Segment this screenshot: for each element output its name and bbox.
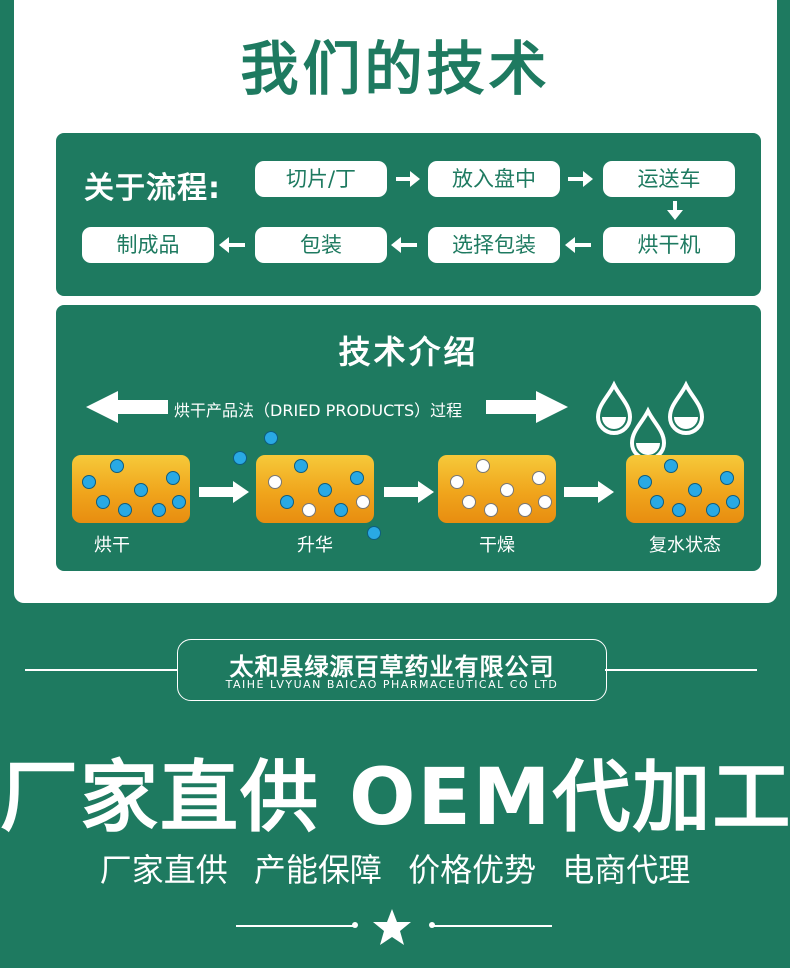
step-dryer: 烘干机 (603, 227, 735, 263)
arrow-right-icon (568, 171, 593, 187)
divider-line (236, 925, 354, 927)
stage-box-drying (72, 455, 190, 523)
process-panel: 关于流程: 切片/丁 放入盘中 运送车 制成品 包装 选择包装 烘干机 (56, 133, 761, 296)
step-tray: 放入盘中 (428, 161, 560, 197)
stage-box-dried (438, 455, 556, 523)
arrow-left-icon (219, 237, 245, 253)
sub-slogans: 厂家直供 产能保障 价格优势 电商代理 (0, 845, 790, 891)
company-name-cn: 太和县绿源百草药业有限公司 (229, 653, 555, 681)
divider-dot (429, 922, 435, 928)
divider-left (25, 669, 177, 671)
page-title: 我们的技术 (240, 35, 551, 103)
sub-slogan: 电商代理 (562, 851, 691, 889)
sub-slogan: 厂家直供 (99, 851, 228, 889)
stage-label: 烘干 (94, 535, 130, 556)
arrow-left-icon (565, 237, 591, 253)
arrow-left-icon (391, 237, 417, 253)
divider-right (605, 669, 757, 671)
step-cart: 运送车 (603, 161, 735, 197)
company-name-en: TAIHE LVYUAN BAICAO PHARMACEUTICAL CO LT… (225, 678, 559, 691)
arrow-right-icon (384, 481, 434, 503)
sub-slogan: 价格优势 (408, 851, 537, 889)
divider-line (434, 925, 552, 927)
water-drop-icon (596, 380, 705, 461)
step-slice: 切片/丁 (255, 161, 387, 197)
step-finished: 制成品 (82, 227, 214, 263)
method-text: 烘干产品法（DRIED PRODUCTS）过程 (174, 401, 463, 420)
molecule-dot (264, 431, 278, 445)
arrow-right-icon (396, 171, 420, 187)
left-arrow-icon (86, 391, 168, 423)
tech-panel: 技术介绍 烘干产品法（DRIED PRODUCTS）过程 (56, 305, 761, 571)
sub-slogan: 产能保障 (253, 851, 382, 889)
arrow-down-icon (667, 201, 683, 220)
stage-label: 升华 (297, 535, 333, 556)
tech-title: 技术介绍 (338, 333, 479, 371)
step-package: 包装 (255, 227, 387, 263)
stage-label: 干燥 (479, 535, 515, 556)
stage-box-sublimation (256, 455, 374, 523)
stage-box-rehydrated (626, 455, 744, 523)
process-label: 关于流程: (84, 171, 221, 206)
main-slogan: 厂家直供 OEM代加工 (0, 753, 790, 843)
company-banner: 太和县绿源百草药业有限公司 TAIHE LVYUAN BAICAO PHARMA… (177, 639, 607, 701)
arrow-right-icon (199, 481, 249, 503)
stage-label: 复水状态 (649, 535, 721, 556)
right-arrow-icon (486, 391, 568, 423)
divider-dot (352, 922, 358, 928)
arrow-right-icon (564, 481, 614, 503)
molecule-dot (233, 451, 247, 465)
step-select-package: 选择包装 (428, 227, 560, 263)
molecule-dot (367, 526, 381, 540)
tech-card: 我们的技术 关于流程: 切片/丁 放入盘中 运送车 制成品 包装 选择包装 烘干… (14, 0, 777, 603)
star-icon (373, 909, 411, 945)
